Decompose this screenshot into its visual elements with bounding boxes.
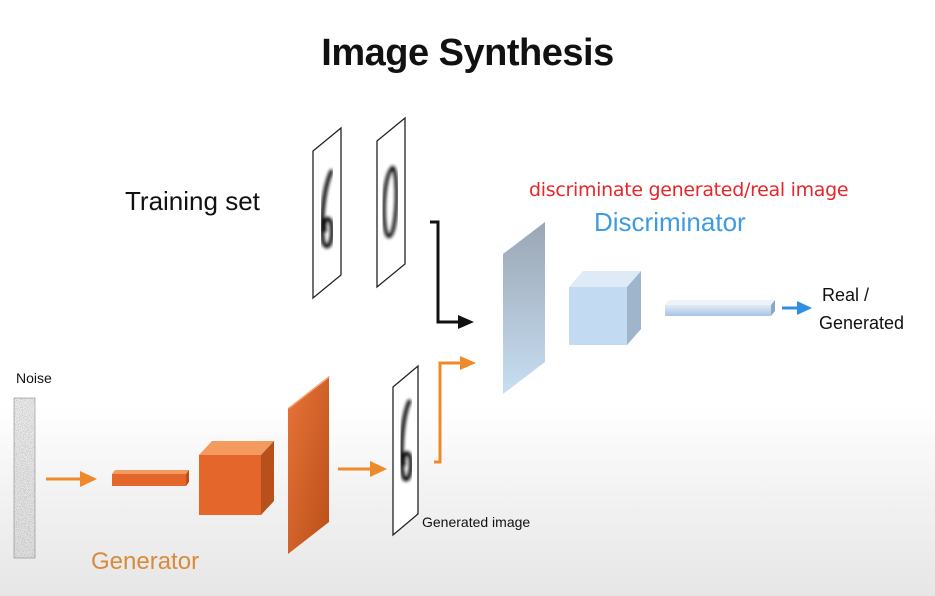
generated-image-card <box>392 364 419 537</box>
output-label-generated: Generated <box>819 313 905 333</box>
training-card-six <box>312 126 342 300</box>
discriminator-input-layer <box>503 222 545 394</box>
discriminator-dense-layer <box>665 300 775 316</box>
generator-dense-layer <box>112 470 189 486</box>
noise-label: Noise <box>16 370 52 386</box>
discriminator-conv-block <box>569 271 641 345</box>
output-label-real: Real / <box>822 285 870 305</box>
digit-zero-image <box>382 165 399 238</box>
generator-conv-block <box>199 441 274 515</box>
digit-six-image <box>320 169 334 249</box>
generator-to-image-arrow <box>338 461 387 477</box>
training-to-discriminator-arrow <box>430 220 474 329</box>
training-card-zero <box>376 116 406 289</box>
page-title: Image Synthesis <box>321 32 614 74</box>
generated-image-label: Generated image <box>422 514 531 530</box>
training-set-label: Training set <box>125 186 260 216</box>
generated-to-discriminator-arrow <box>434 356 476 464</box>
generator-label: Generator <box>91 548 200 575</box>
digit-six-image <box>399 399 413 482</box>
arrow-right-icon <box>782 301 812 315</box>
discriminator-label: Discriminator <box>594 207 746 237</box>
annotation-text: discriminate generated/real image <box>529 179 849 201</box>
noise-image <box>13 397 36 559</box>
generator-output-layer <box>288 376 330 554</box>
noise-to-generator-arrow <box>46 471 97 487</box>
